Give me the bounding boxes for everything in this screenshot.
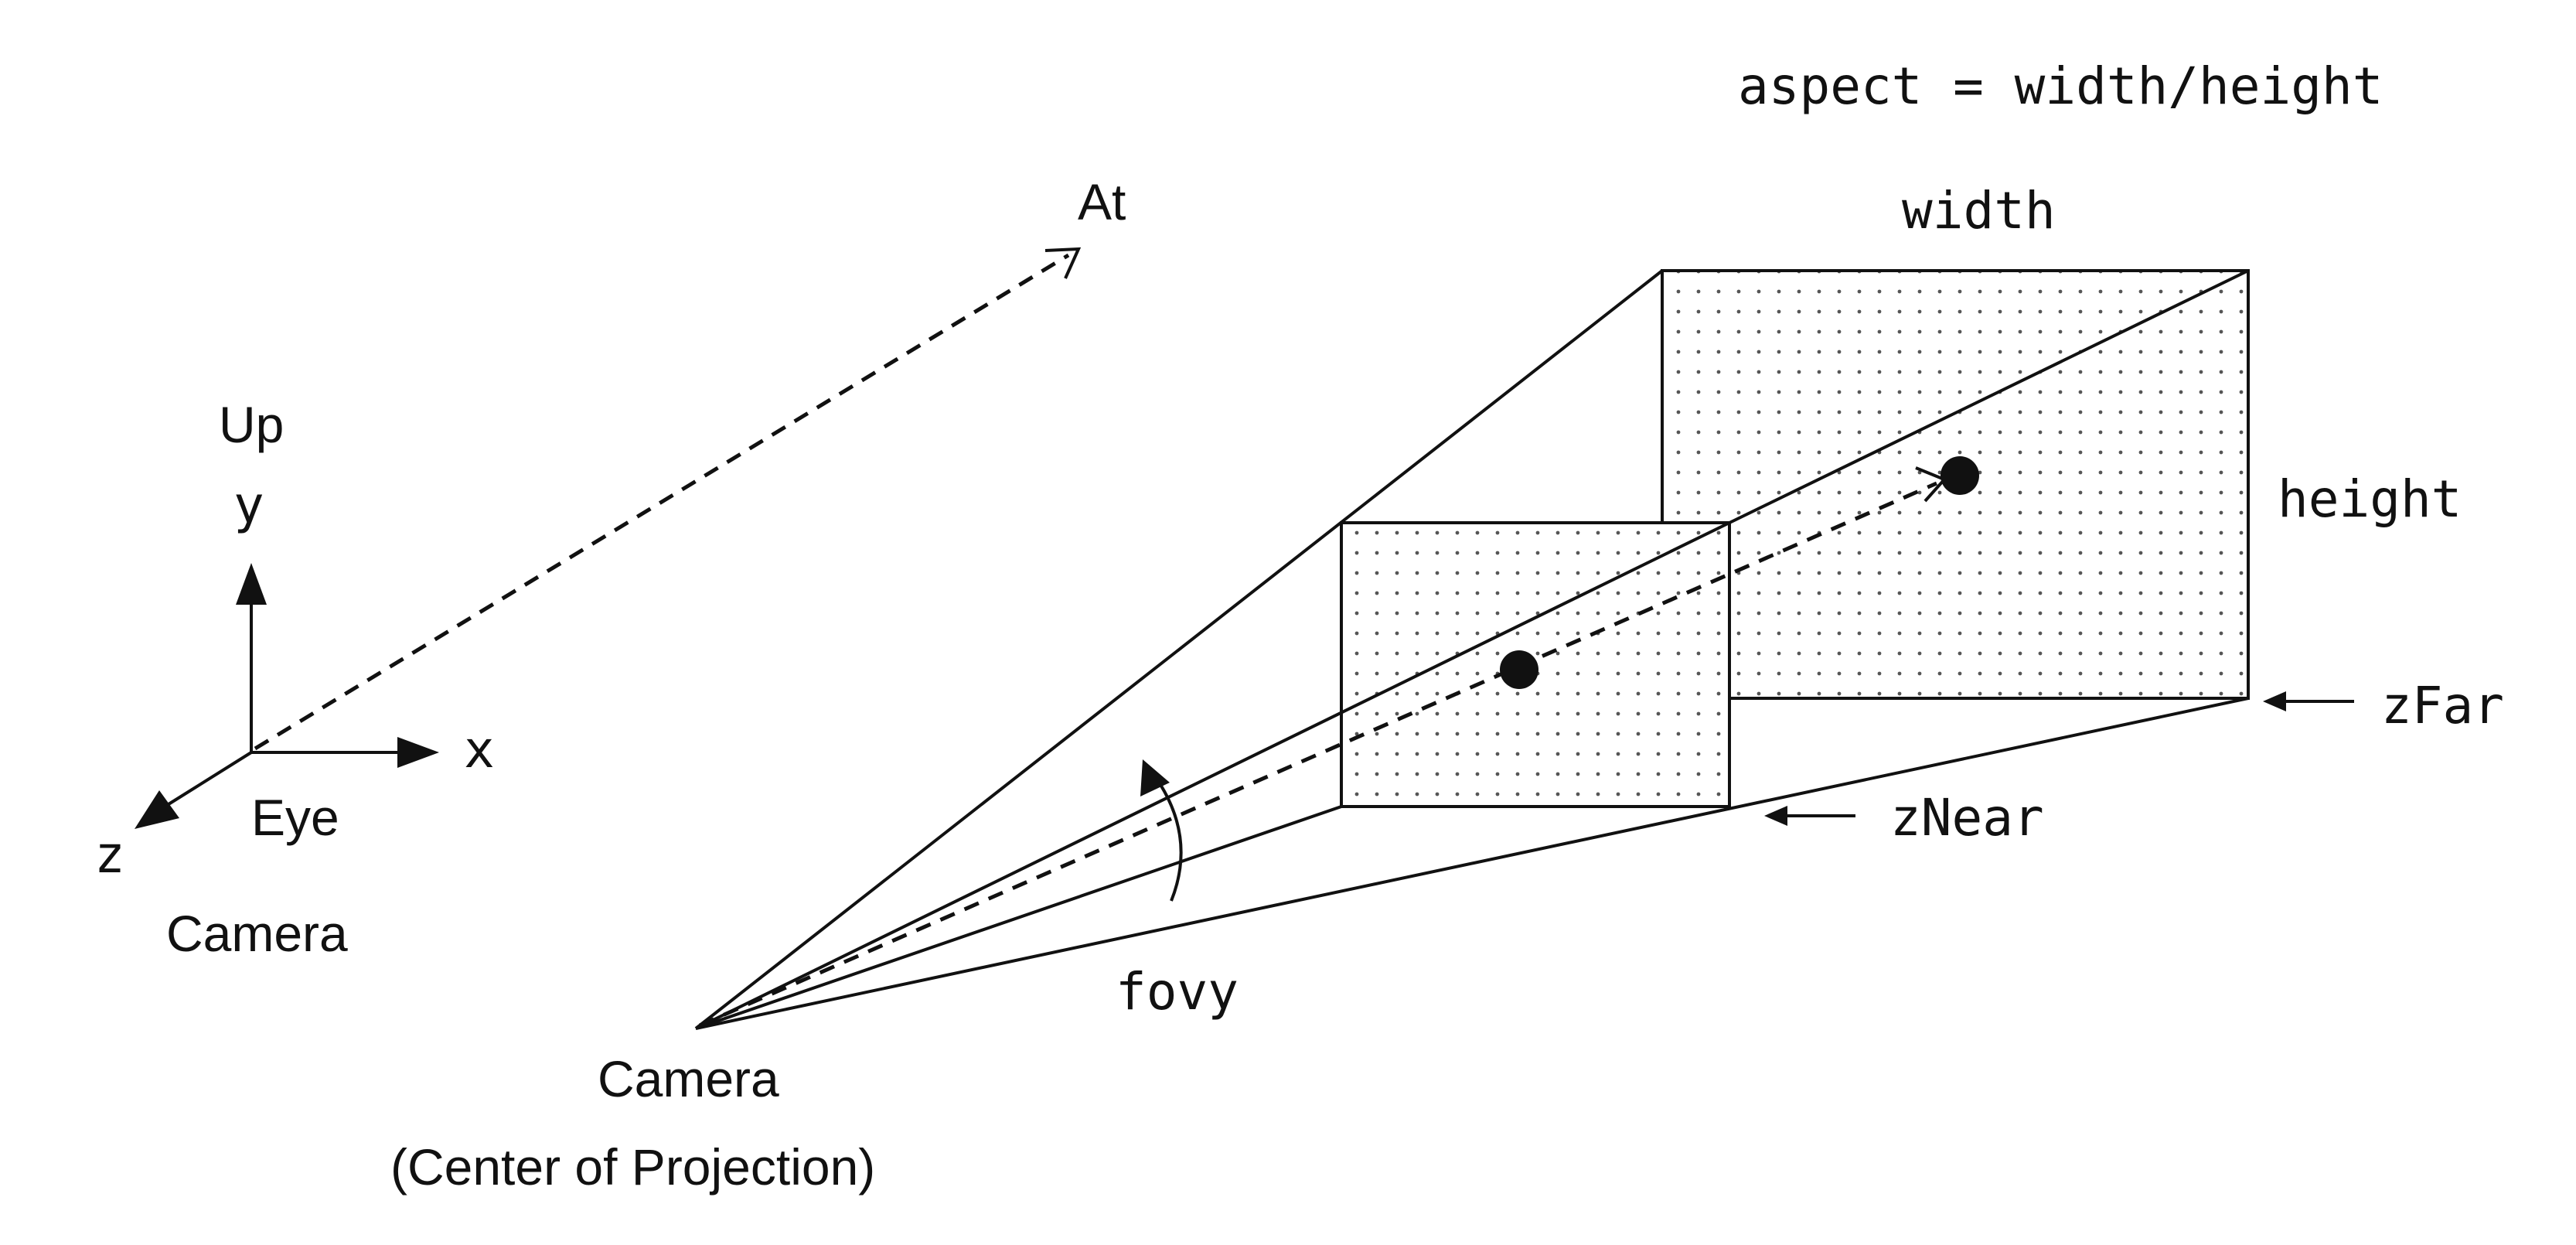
far-plane-center-point	[1941, 456, 1979, 495]
zfar-arrowhead	[2263, 691, 2286, 711]
x-axis-arrowhead	[397, 737, 439, 768]
near-plane-center-point	[1500, 650, 1538, 689]
frustum-edge-bottom-left	[695, 805, 1342, 1030]
fovy-label: fovy	[1116, 962, 1239, 1022]
x-axis-label: x	[464, 720, 495, 779]
labels: aspect = width/height width height At Up…	[94, 56, 2504, 1196]
znear-arrowhead	[1764, 806, 1787, 826]
zfar-label: zFar	[2381, 676, 2504, 735]
look-at-arrowhead	[1044, 247, 1082, 279]
y-axis-label: y	[233, 476, 264, 535]
z-axis-line	[167, 751, 253, 806]
frustum-edge-bottom-right	[695, 697, 2249, 1030]
look-at-vector	[254, 247, 1082, 751]
up-label: Up	[219, 396, 284, 453]
view-direction-dashed-line	[698, 481, 1938, 1028]
width-label: width	[1902, 181, 2056, 240]
frustum-edge-top-left	[694, 269, 1664, 1030]
look-at-dashed-line	[254, 253, 1070, 751]
view-frustum	[694, 269, 2250, 1030]
fovy-arc-arrowhead	[1140, 759, 1170, 796]
aspect-formula: aspect = width/height	[1738, 56, 2383, 116]
frustum-edge-top-right	[1729, 269, 2249, 524]
znear-label: zNear	[1890, 788, 2044, 848]
fovy-arc	[1140, 759, 1183, 902]
frustum-edge-inner	[695, 521, 1730, 1030]
plane-indicator-arrows	[1764, 691, 2354, 826]
camera-axes-label: Camera	[166, 905, 348, 962]
height-label: height	[2278, 469, 2462, 529]
fovy-arc-curve	[1157, 779, 1183, 902]
center-camera-label: Camera	[598, 1050, 779, 1107]
center-of-projection-label: (Center of Projection)	[390, 1138, 875, 1196]
y-axis-arrowhead	[236, 563, 267, 605]
z-axis-arrowhead	[135, 790, 179, 829]
z-axis-label: z	[94, 825, 125, 885]
at-label: At	[1078, 173, 1126, 230]
far-plane	[1661, 269, 2250, 700]
camera-axes	[135, 563, 439, 829]
eye-label: Eye	[251, 789, 339, 846]
